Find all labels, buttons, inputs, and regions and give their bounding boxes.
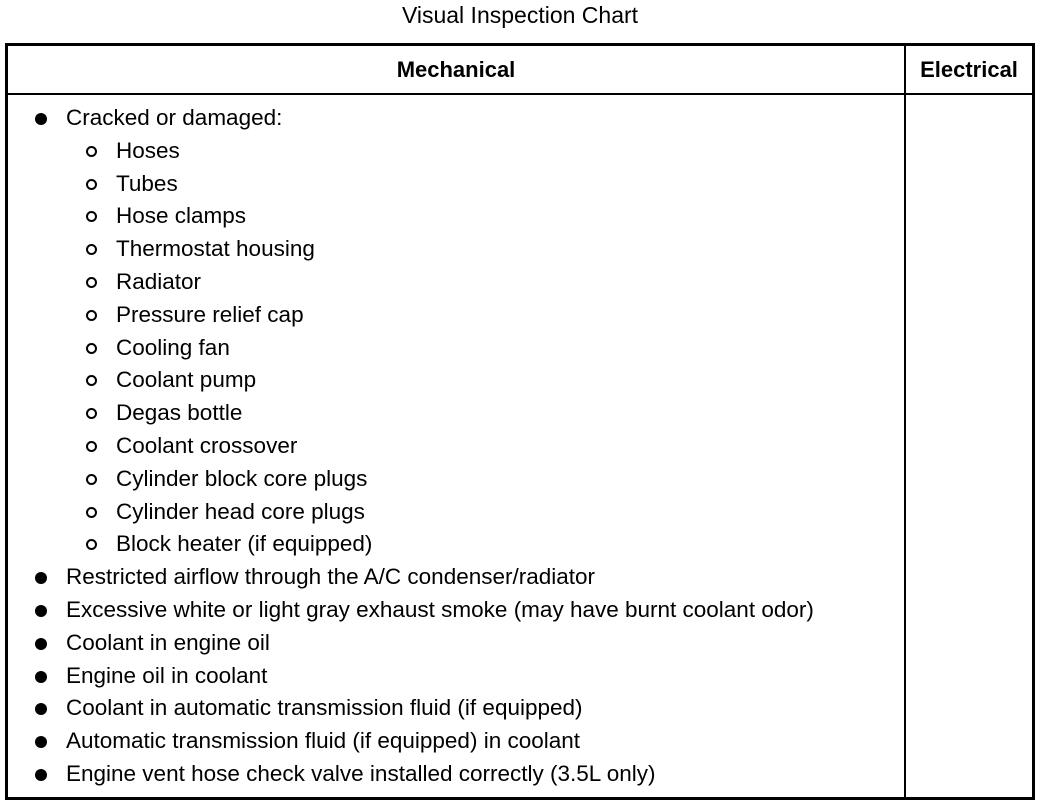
column-divider (904, 46, 906, 797)
hollow-bullet-icon (86, 276, 97, 288)
bullet-icon (35, 768, 47, 781)
item-text: Cylinder block core plugs (116, 465, 368, 491)
list-item: Restricted airflow through the A/C conde… (8, 561, 904, 594)
bullet-icon (35, 572, 47, 585)
item-text: Cooling fan (116, 334, 230, 360)
list-item: Coolant in automatic transmission fluid … (8, 692, 904, 725)
item-text: Coolant pump (116, 367, 257, 393)
hollow-bullet-icon (86, 309, 97, 321)
list-item: Engine vent hose check valve installed c… (8, 758, 904, 791)
hollow-bullet-icon (86, 342, 97, 354)
item-text: Restricted airflow through the A/C conde… (66, 564, 596, 590)
hollow-bullet-icon (86, 145, 97, 157)
list-item: Coolant in engine oil (8, 627, 904, 660)
list-item: Cracked or damaged: (8, 102, 904, 135)
sub-list-item: Block heater (if equipped) (8, 528, 904, 561)
bullet-icon (35, 637, 47, 650)
hollow-bullet-icon (86, 408, 97, 420)
item-text: Hoses (116, 137, 180, 163)
sub-list-item: Cooling fan (8, 332, 904, 365)
item-text: Cylinder head core plugs (116, 498, 365, 524)
item-text: Cracked or damaged: (66, 105, 283, 130)
list-item: Engine oil in coolant (8, 660, 904, 693)
mechanical-header: Mechanical (8, 46, 904, 95)
sub-list-item: Pressure relief cap (8, 299, 904, 332)
item-text: Coolant crossover (116, 432, 298, 458)
hollow-bullet-icon (86, 440, 97, 452)
hollow-bullet-icon (86, 473, 97, 485)
sub-list-item: Coolant crossover (8, 430, 904, 463)
hollow-bullet-icon (86, 178, 97, 190)
electrical-header: Electrical (906, 46, 1032, 95)
item-text: Engine vent hose check valve installed c… (66, 760, 656, 786)
item-text: Coolant in automatic transmission fluid … (66, 695, 583, 721)
sub-list-item: Cylinder block core plugs (8, 463, 904, 496)
item-text: Engine oil in coolant (66, 662, 268, 688)
sub-list-item: Radiator (8, 266, 904, 299)
hollow-bullet-icon (86, 539, 97, 551)
item-text: Degas bottle (116, 400, 243, 426)
inspection-table: Mechanical Electrical Cracked or damaged… (5, 43, 1035, 800)
bullet-icon (35, 670, 47, 683)
item-text: Tubes (116, 170, 178, 196)
sub-list-item: Tubes (8, 168, 904, 201)
bullet-icon (35, 113, 47, 125)
item-text: Radiator (116, 268, 202, 294)
sub-list-item: Cylinder head core plugs (8, 496, 904, 529)
hollow-bullet-icon (86, 506, 97, 518)
list-item: Excessive white or light gray exhaust sm… (8, 594, 904, 627)
item-text: Automatic transmission fluid (if equippe… (66, 728, 581, 754)
item-text: Thermostat housing (116, 236, 315, 262)
item-text: Excessive white or light gray exhaust sm… (66, 596, 814, 622)
item-text: Coolant in engine oil (66, 629, 270, 655)
chart-title: Visual Inspection Chart (401, 2, 639, 28)
hollow-bullet-icon (86, 211, 97, 223)
bullet-icon (35, 736, 47, 749)
sub-list-item: Thermostat housing (8, 233, 904, 266)
sub-list-item: Hoses (8, 135, 904, 168)
sub-list-item: Coolant pump (8, 364, 904, 397)
bullet-icon (35, 604, 47, 617)
item-text: Hose clamps (116, 203, 247, 229)
item-text: Pressure relief cap (116, 301, 304, 327)
item-text: Block heater (if equipped) (116, 531, 373, 557)
hollow-bullet-icon (86, 375, 97, 387)
bullet-icon (35, 703, 47, 716)
sub-list-item: Hose clamps (8, 200, 904, 233)
list-item: Automatic transmission fluid (if equippe… (8, 725, 904, 758)
hollow-bullet-icon (86, 244, 97, 256)
sub-list-item: Degas bottle (8, 397, 904, 430)
